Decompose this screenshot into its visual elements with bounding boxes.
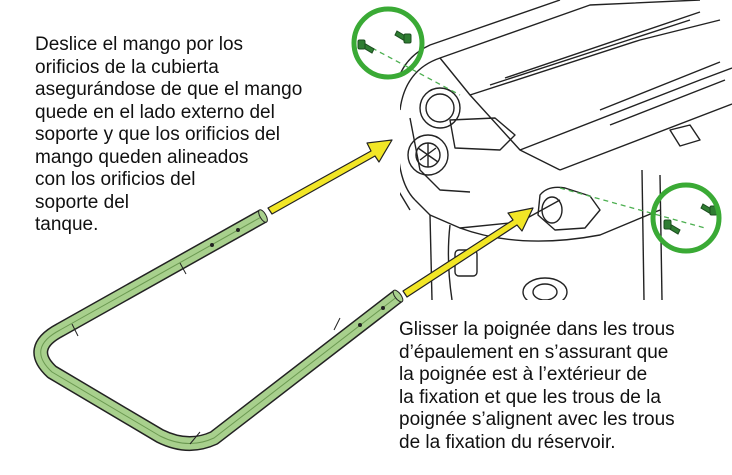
screw-top-right	[394, 30, 412, 44]
circle-highlight-icon	[351, 6, 425, 80]
handle-hole	[381, 306, 385, 310]
instruction-line: soporte y que los orificios del	[35, 124, 281, 145]
u-handle	[33, 209, 404, 451]
instruction-line: tanque.	[35, 214, 99, 235]
instruction-line: la fixation et que les trous de la	[399, 386, 661, 408]
screws	[357, 30, 718, 235]
instruction-line: d’épaulement en s’assurant que	[399, 341, 669, 363]
instruction-line: poignée s’alignent avec les trous	[399, 409, 675, 430]
instruction-french: Glisser la poignée dans les trous d’épau…	[399, 319, 675, 454]
arrow-icon	[402, 207, 534, 298]
instruction-spanish: Deslice el mango por los orificios de la…	[35, 34, 302, 237]
screw-axis-lines	[371, 47, 706, 229]
instruction-line: la poignée est à l’extérieur de	[399, 364, 648, 385]
handle-hole	[210, 243, 214, 247]
handle-hole	[236, 228, 240, 232]
instruction-line: Deslice el mango por los	[35, 34, 244, 55]
instruction-line: asegurándose de que el mango	[35, 79, 303, 100]
instruction-line: de la fixation du réservoir.	[399, 431, 616, 453]
instruction-line: soporte del	[35, 191, 130, 213]
arrow-icon	[267, 139, 393, 215]
tank-cover-drawing	[400, 0, 732, 300]
circle-highlight-icon	[650, 182, 722, 254]
screw-top-left	[357, 39, 375, 54]
handle-hole	[358, 323, 362, 327]
screw-right-lower	[663, 219, 681, 235]
instruction-line: orificios de la cubierta	[35, 56, 219, 78]
instruction-line: Glisser la poignée dans les trous	[399, 319, 675, 340]
instruction-line: mango queden alineados	[35, 146, 249, 168]
instruction-line: con los orificios del	[35, 169, 196, 190]
instruction-line: quede en el lado externo del	[35, 101, 275, 123]
